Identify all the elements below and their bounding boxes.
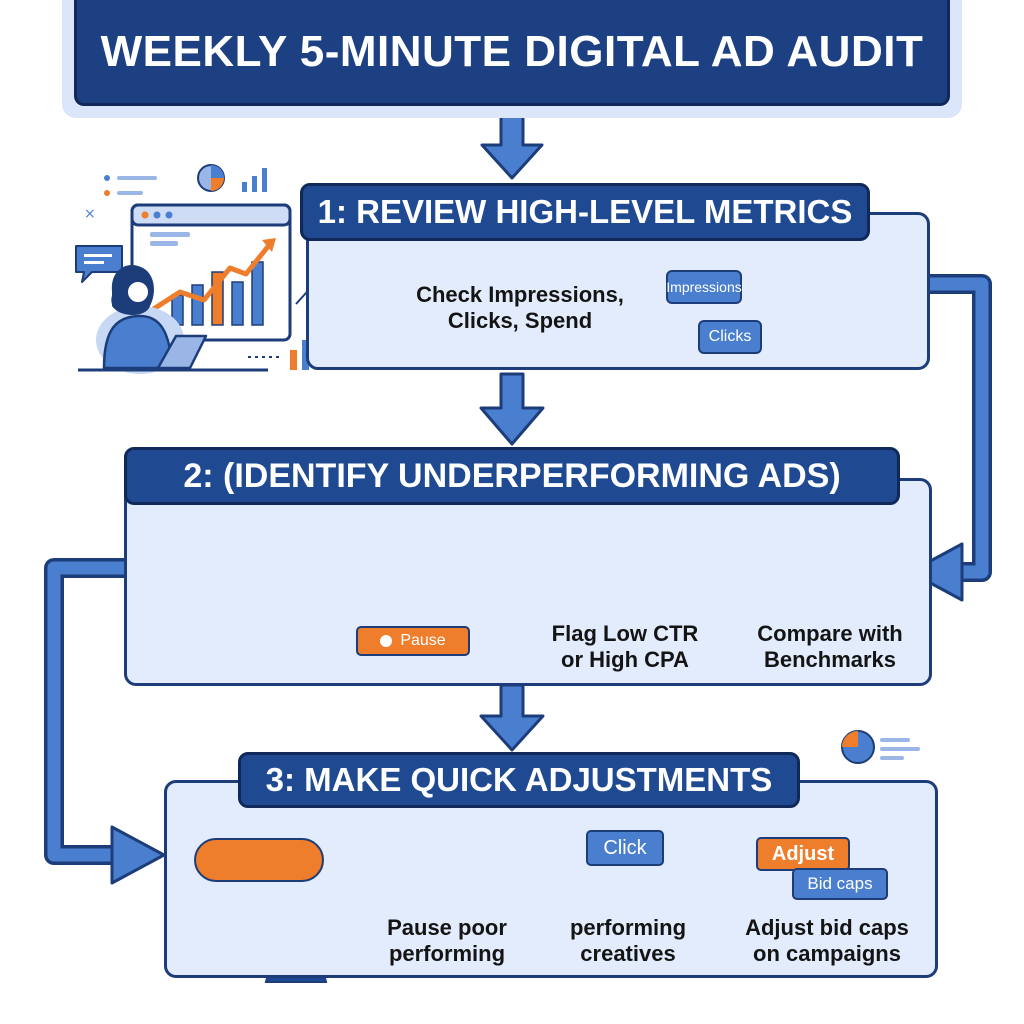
- down-arrow-1: [480, 108, 544, 180]
- step-3-caption-line: Pause poor: [387, 915, 507, 940]
- compare-caption: Compare with Benchmarks: [740, 621, 920, 673]
- action-button: [194, 838, 324, 882]
- chat-bubble-icon: [75, 245, 123, 283]
- svg-text:×: ×: [84, 206, 96, 222]
- step-3-caption-line: creatives: [580, 940, 676, 966]
- flag-caption: Flag Low CTR or High CPA: [530, 621, 720, 673]
- step-3-caption-line: performing: [388, 940, 506, 966]
- compare-caption-line: Compare with: [757, 621, 903, 646]
- impressions-chip: Impressions: [666, 270, 742, 304]
- step-2-title: 2: (IDENTIFY UNDERPERFORMING ADS): [124, 447, 900, 505]
- page-title: WEEKLY 5-MINUTE DIGITAL AD AUDIT: [100, 26, 924, 76]
- top-pie-chart-icon: [197, 164, 267, 192]
- step-3-caption-line: performing: [569, 915, 687, 940]
- step-1-title: 1: REVIEW HIGH-LEVEL METRICS: [300, 183, 870, 241]
- adjust-button: Adjust: [756, 837, 850, 871]
- step-3-caption-line: on campaigns: [753, 940, 901, 966]
- connector-arrow-right: [908, 274, 992, 602]
- flag-caption-line: Flag Low CTR: [551, 621, 699, 646]
- step-3-caption-line: Adjust bid caps: [745, 915, 909, 940]
- step-3-title: 3: MAKE QUICK ADJUSTMENTS: [238, 752, 800, 808]
- bid-caps-chip: Bid caps: [792, 868, 888, 900]
- click-button: Click: [586, 830, 664, 866]
- step-1-description-line: Check Impressions,: [416, 282, 624, 307]
- step-1-description-line: Clicks, Spend: [447, 307, 593, 333]
- title-banner: WEEKLY 5-MINUTE DIGITAL AD AUDIT: [74, 0, 950, 106]
- pause-button-label: Pause: [400, 632, 446, 649]
- clicks-chip: Clicks: [698, 320, 762, 354]
- flag-caption-line: or High CPA: [561, 646, 689, 672]
- down-arrow-2: [479, 372, 545, 446]
- pause-button: Pause: [356, 626, 470, 656]
- step-3-caption-1: Pause poor performing: [362, 915, 532, 967]
- pause-dot-icon: [380, 635, 393, 647]
- top-right-pie-icon: [841, 730, 920, 764]
- woman-at-laptop-icon: [78, 265, 268, 374]
- step-1-description: Check Impressions, Clicks, Spend: [380, 282, 660, 334]
- down-arrow-3: [479, 683, 545, 752]
- connector-arrow-left: [44, 558, 166, 885]
- step-3-caption-2: performing creatives: [546, 915, 710, 967]
- step-3-caption-3: Adjust bid caps on campaigns: [722, 915, 932, 967]
- step-2-panel: [124, 478, 932, 686]
- compare-caption-line: Benchmarks: [763, 646, 897, 672]
- decorative-dots-lines: ×: [84, 175, 280, 358]
- dashboard-trend-chart-icon: [111, 203, 292, 342]
